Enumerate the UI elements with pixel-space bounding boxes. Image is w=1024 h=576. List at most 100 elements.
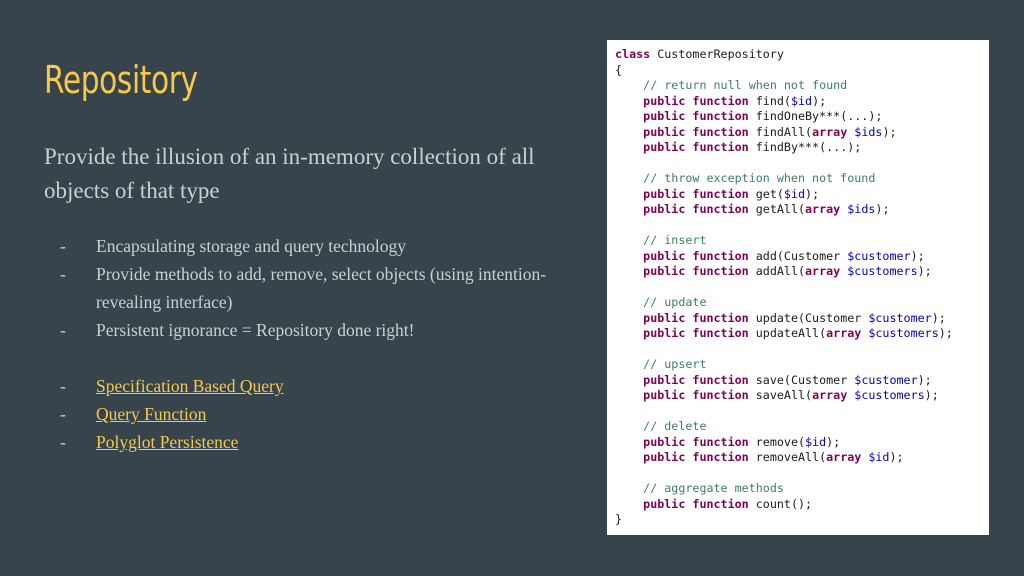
- code-keyword: public function: [643, 326, 749, 340]
- code-line: // upsert: [615, 357, 989, 373]
- code-keyword: public function: [643, 93, 749, 108]
- link-query-function[interactable]: Query Function: [96, 404, 207, 424]
- code-keyword: array: [812, 124, 848, 139]
- code-token: );: [805, 186, 820, 201]
- code-token: );: [917, 372, 932, 387]
- code-variable: $id: [790, 93, 813, 108]
- bullet-dash: -: [60, 404, 66, 424]
- code-keyword: public function: [643, 310, 749, 325]
- code-keyword: public function: [643, 434, 749, 449]
- code-keyword: public function: [643, 140, 749, 154]
- code-keyword: public function: [643, 388, 749, 402]
- code-token: find(: [748, 93, 791, 108]
- code-token: [615, 295, 643, 309]
- code-token: add(Customer: [748, 248, 848, 263]
- link-specification-based-query[interactable]: Specification Based Query: [96, 376, 284, 396]
- code-token: saveAll(: [748, 388, 813, 402]
- code-token: [615, 171, 643, 185]
- code-token: findAll(: [748, 124, 813, 139]
- code-line: [615, 156, 989, 172]
- code-token: count();: [748, 496, 813, 511]
- bullet-text: Encapsulating storage and query technolo…: [96, 236, 407, 256]
- code-keyword: public function: [643, 202, 749, 216]
- code-keyword: public function: [643, 372, 749, 387]
- code-line: public function find($id);: [615, 94, 989, 110]
- code-variable: $customers: [868, 326, 939, 340]
- link-polyglot-persistence[interactable]: Polyglot Persistence: [96, 432, 239, 452]
- code-token: save(Customer: [748, 372, 855, 387]
- code-keyword: public function: [643, 248, 749, 263]
- code-token: }: [615, 512, 623, 526]
- link-item: - Query Function: [60, 400, 580, 428]
- bullet-text: Provide methods to add, remove, select o…: [96, 264, 547, 312]
- code-token: );: [889, 450, 904, 464]
- code-variable: $ids: [854, 124, 883, 139]
- code-token: [615, 481, 643, 495]
- code-token: [615, 357, 643, 371]
- code-token: );: [826, 434, 841, 449]
- code-keyword: public function: [643, 109, 749, 123]
- code-comment: // delete: [643, 419, 707, 433]
- code-variable: $id: [868, 450, 890, 464]
- code-line: [615, 342, 989, 358]
- code-comment: // insert: [643, 233, 707, 247]
- code-token: get(: [748, 186, 784, 201]
- code-line: public function getAll(array $ids);: [615, 202, 989, 218]
- code-comment: // throw exception when not found: [643, 171, 876, 185]
- code-token: [615, 326, 643, 340]
- code-token: [615, 125, 643, 139]
- code-variable: $ids: [847, 202, 876, 216]
- code-token: );: [882, 124, 897, 139]
- code-token: [615, 249, 643, 263]
- code-line: public function findBy***(...);: [615, 140, 989, 156]
- code-token: );: [924, 388, 939, 402]
- bullet-item: -Persistent ignorance = Repository done …: [60, 316, 580, 344]
- code-token: );: [910, 248, 925, 263]
- code-variable: $customer: [854, 372, 918, 387]
- code-comment: // upsert: [643, 357, 707, 371]
- bullet-dash: -: [60, 320, 66, 340]
- code-token: );: [812, 93, 827, 108]
- code-token: [615, 109, 643, 123]
- code-line: // aggregate methods: [615, 481, 989, 497]
- code-variable: $customer: [868, 310, 932, 325]
- code-token: [615, 419, 643, 433]
- bullet-dash: -: [60, 376, 66, 396]
- code-keyword: array: [805, 202, 841, 216]
- code-keyword: public function: [643, 186, 749, 201]
- slide-subtitle: Provide the illusion of an in-memory col…: [44, 144, 535, 203]
- code-screenshot: class CustomerRepository{ // return null…: [607, 40, 989, 535]
- code-token: [615, 94, 643, 108]
- code-line: public function removeAll(array $id);: [615, 450, 989, 466]
- code-keyword: public function: [643, 496, 749, 511]
- code-variable: $id: [805, 434, 827, 449]
- code-token: [615, 373, 643, 387]
- code-token: [615, 78, 643, 92]
- code-keyword: public function: [643, 124, 749, 139]
- bullet-dash: -: [60, 264, 66, 284]
- bullet-list: - Encapsulating storage and query technol…: [60, 232, 580, 456]
- link-item: -Polyglot Persistence: [60, 428, 580, 456]
- code-token: getAll(: [748, 202, 806, 216]
- code-token: remove(: [748, 434, 806, 449]
- code-line: [615, 466, 989, 482]
- code-token: [615, 264, 643, 278]
- code-line: public function add(Customer $customer);: [615, 249, 989, 265]
- code-line: // delete: [615, 419, 989, 435]
- code-line: // update: [615, 295, 989, 311]
- code-line: [615, 404, 989, 420]
- code-variable: $customers: [854, 388, 925, 402]
- code-token: );: [931, 310, 946, 325]
- code-token: findOneBy***(...);: [748, 109, 883, 123]
- slide-title: Repository: [44, 58, 198, 102]
- code-line: public function addAll(array $customers)…: [615, 264, 989, 280]
- code-token: [615, 140, 643, 154]
- code-token: updateAll(: [748, 326, 827, 340]
- code-line: // return null when not found: [615, 78, 989, 94]
- bullet-spacer: [60, 344, 580, 372]
- code-keyword: class: [615, 47, 651, 61]
- code-keyword: public function: [643, 450, 749, 464]
- link-item: - Specification Based Query: [60, 372, 580, 400]
- code-line: public function update(Customer $custome…: [615, 311, 989, 327]
- code-comment: // aggregate methods: [643, 481, 784, 495]
